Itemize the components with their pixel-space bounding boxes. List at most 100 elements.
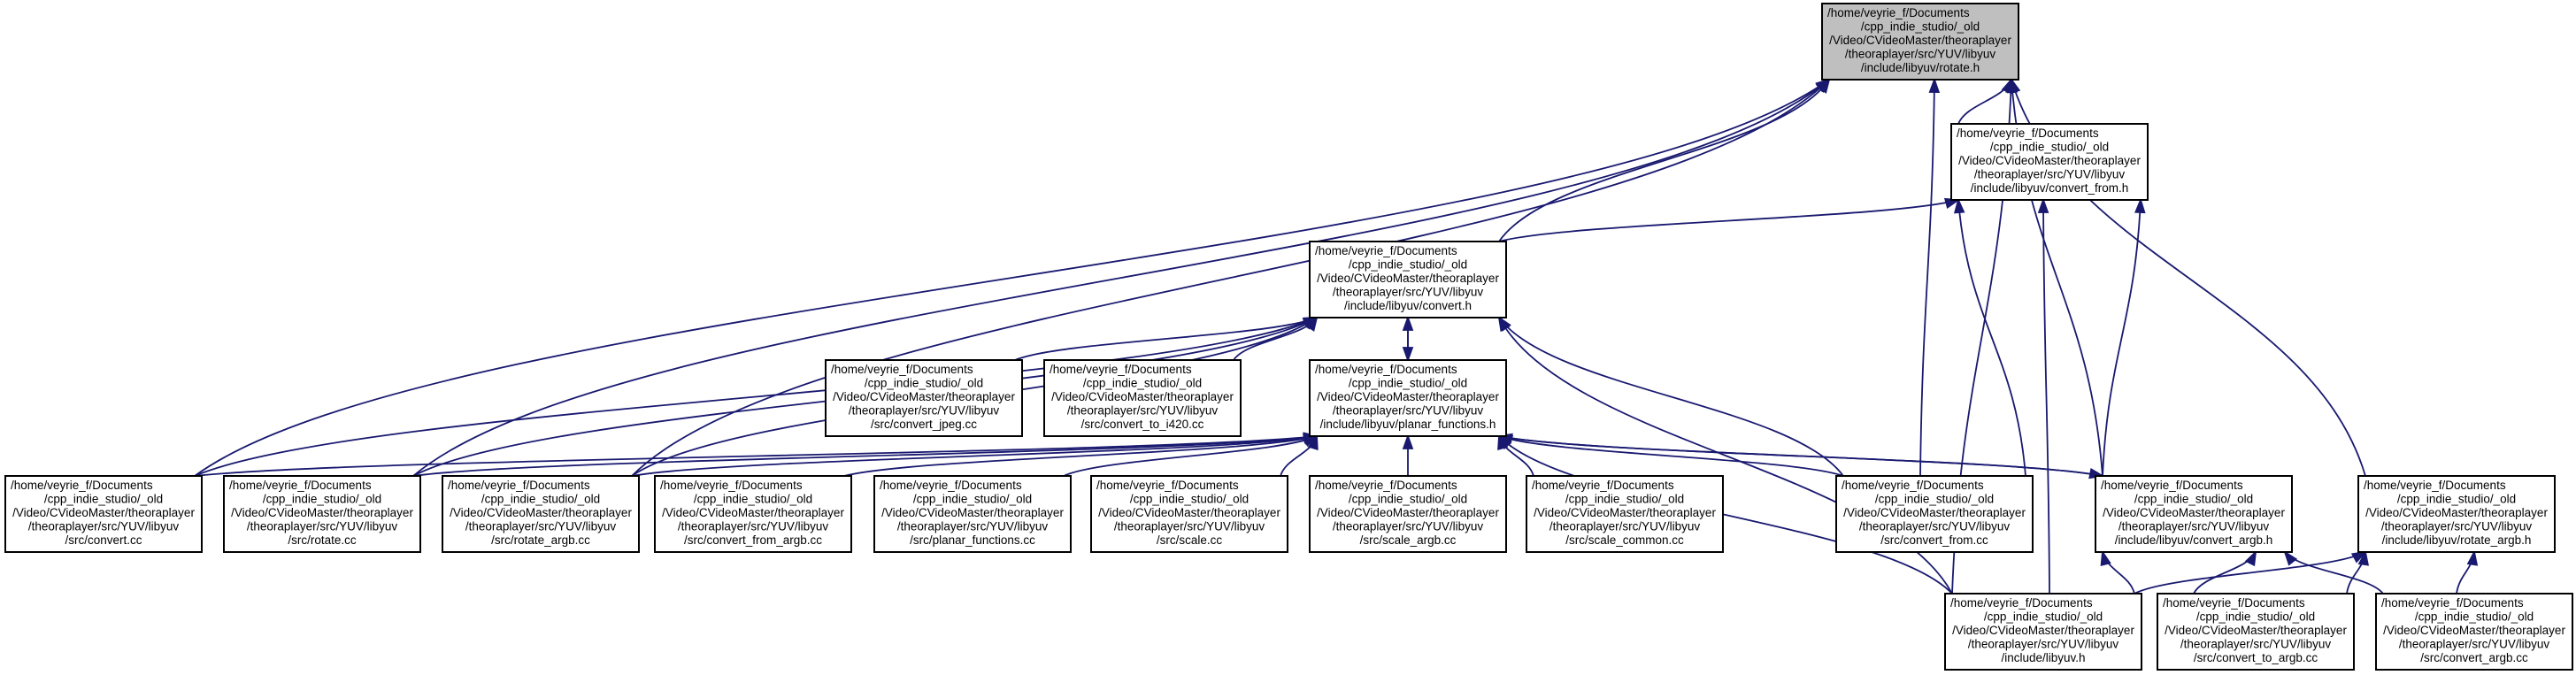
node-convert-jpeg-cc[interactable]: /home/veyrie_f/Documents/cpp_indie_studi… [825, 359, 1023, 437]
node-label-line: /cpp_indie_studio/_old [913, 493, 1032, 506]
node-box [1944, 593, 2142, 671]
node-convert-from-h[interactable]: /home/veyrie_f/Documents/cpp_indie_studi… [1950, 123, 2149, 201]
edge-line [194, 435, 1318, 477]
node-label-line: /cpp_indie_studio/_old [1990, 141, 2109, 154]
node-label-line: /Video/CVideoMaster/theoraplayer [881, 506, 1064, 519]
node-scale-cc[interactable]: /home/veyrie_f/Documents/cpp_indie_studi… [1090, 475, 1288, 553]
node-label-line: /Video/CVideoMaster/theoraplayer [1958, 154, 2141, 167]
node-convert-h[interactable]: /home/veyrie_f/Documents/cpp_indie_studi… [1309, 241, 1507, 318]
arrowhead [1928, 77, 1941, 93]
node-label-line: /src/convert_argb.cc [2420, 651, 2528, 664]
node-box [223, 475, 421, 553]
edge-libyuv_h-to-rotate_argb_h [2134, 550, 2368, 594]
node-label-line: /home/veyrie_f/Documents [660, 479, 803, 492]
node-label-line: /Video/CVideoMaster/theoraplayer [1098, 506, 1280, 519]
node-box [1309, 475, 1507, 553]
node-label-line: /home/veyrie_f/Documents [229, 479, 372, 492]
node-box [654, 475, 852, 553]
node-label-line: /cpp_indie_studio/_old [1083, 377, 1202, 390]
arrowhead [2244, 549, 2257, 567]
arrowhead [2283, 549, 2298, 566]
node-label-line: /Video/CVideoMaster/theoraplayer [833, 390, 1015, 403]
node-label-line: /src/scale_argb.cc [1360, 533, 1457, 547]
node-convert-argb-cc[interactable]: /home/veyrie_f/Documents/cpp_indie_studi… [2375, 593, 2573, 671]
edge-rotate_argb_cc-to-rotate_h [631, 78, 1831, 477]
node-planar-functions-h[interactable]: /home/veyrie_f/Documents/cpp_indie_studi… [1309, 359, 1507, 437]
arrowhead [1307, 433, 1319, 451]
node-convert-argb-h[interactable]: /home/veyrie_f/Documents/cpp_indie_studi… [2095, 475, 2293, 553]
node-label-line: /cpp_indie_studio/_old [2196, 610, 2315, 624]
node-box [2157, 593, 2355, 671]
node-label-line: /home/veyrie_f/Documents [448, 479, 590, 492]
edge-line [194, 317, 1318, 477]
arrowhead [2100, 549, 2111, 566]
node-convert-cc[interactable]: /home/veyrie_f/Documents/cpp_indie_studi… [4, 475, 203, 553]
node-label-line: /src/convert_from_argb.cc [684, 533, 822, 547]
node-label-line: /home/veyrie_f/Documents [831, 363, 973, 376]
node-convert-from-cc[interactable]: /home/veyrie_f/Documents/cpp_indie_studi… [1835, 475, 2034, 553]
node-convert-to-i420-cc[interactable]: /home/veyrie_f/Documents/cpp_indie_studi… [1043, 359, 1242, 437]
edge-convert_to_argb_cc-to-convert_argb_h [2193, 549, 2257, 594]
node-label-line: /include/libyuv/rotate_argb.h [2382, 533, 2532, 547]
edge-line [2102, 199, 2142, 477]
node-rotate-argb-h[interactable]: /home/veyrie_f/Documents/cpp_indie_studi… [2357, 475, 2556, 553]
edge-scale_cc-to-planar_functions_h [1280, 433, 1319, 477]
node-label-line: /home/veyrie_f/Documents [1827, 6, 1970, 19]
node-label-line: /src/convert.cc [65, 533, 142, 547]
arrowhead [2005, 77, 2017, 94]
node-label-line: /cpp_indie_studio/_old [865, 377, 983, 390]
node-label-line: /src/planar_functions.cc [910, 533, 1035, 547]
node-label-line: /theoraplayer/src/YUV/libyuv [678, 520, 829, 533]
edge-convert_argb_h-to-convert_from_h [2102, 197, 2146, 477]
node-label-line: /home/veyrie_f/Documents [1315, 479, 1457, 492]
node-label-line: /src/convert_from.cc [1880, 533, 1988, 547]
node-scale-common-cc[interactable]: /home/veyrie_f/Documents/cpp_indie_studi… [1526, 475, 1724, 553]
node-label-line: /Video/CVideoMaster/theoraplayer [1317, 272, 1499, 285]
node-label-line: /Video/CVideoMaster/theoraplayer [2365, 506, 2548, 519]
node-label-line: /include/libyuv/planar_functions.h [1320, 418, 1496, 431]
node-label-line: /cpp_indie_studio/_old [1984, 610, 2103, 624]
node-label-line: /Video/CVideoMaster/theoraplayer [1952, 624, 2134, 637]
node-label-line: /src/convert_to_argb.cc [2194, 651, 2318, 664]
node-label-line: /include/libyuv/rotate.h [1861, 61, 1980, 74]
node-convert-to-argb-cc[interactable]: /home/veyrie_f/Documents/cpp_indie_studi… [2157, 593, 2355, 671]
node-rotate-h: /home/veyrie_f/Documents/cpp_indie_studi… [1821, 3, 2019, 81]
edge-line [1498, 435, 1953, 594]
node-rotate-cc[interactable]: /home/veyrie_f/Documents/cpp_indie_studi… [223, 475, 421, 553]
node-label-line: /include/libyuv.h [2001, 651, 2085, 664]
node-libyuv-h[interactable]: /home/veyrie_f/Documents/cpp_indie_studi… [1944, 593, 2142, 671]
node-rotate-argb-cc[interactable]: /home/veyrie_f/Documents/cpp_indie_studi… [442, 475, 640, 553]
node-label-line: /Video/CVideoMaster/theoraplayer [662, 506, 844, 519]
edge-libyuv_h-to-planar_functions_h [1497, 434, 1953, 594]
node-label-line: /cpp_indie_studio/_old [1349, 493, 1467, 506]
edge-line [1498, 79, 1830, 242]
arrowhead [2466, 549, 2479, 566]
node-convert-from-argb-cc[interactable]: /home/veyrie_f/Documents/cpp_indie_studi… [654, 475, 852, 553]
node-box [2095, 475, 2293, 553]
arrowhead [1303, 316, 1319, 330]
node-planar-functions-cc[interactable]: /home/veyrie_f/Documents/cpp_indie_studi… [873, 475, 1072, 553]
node-label-line: /cpp_indie_studio/_old [44, 493, 163, 506]
node-label-line: /theoraplayer/src/YUV/libyuv [1114, 520, 1265, 533]
node-box [2357, 475, 2556, 553]
node-label-line: /Video/CVideoMaster/theoraplayer [450, 506, 632, 519]
node-label-line: /theoraplayer/src/YUV/libyuv [1968, 638, 2119, 651]
node-label-line: /src/rotate.cc [288, 533, 357, 547]
node-box [1090, 475, 1288, 553]
node-label-line: /src/rotate_argb.cc [491, 533, 590, 547]
arrowhead [1953, 197, 1965, 214]
arrowhead [1402, 433, 1414, 449]
node-label-line: /theoraplayer/src/YUV/libyuv [1333, 520, 1484, 533]
edge-line [631, 435, 1318, 477]
node-label-line: /home/veyrie_f/Documents [1950, 596, 2093, 610]
edge-line [631, 79, 1830, 477]
node-label-line: /include/libyuv/convert_from.h [1971, 181, 2129, 195]
node-label-line: /home/veyrie_f/Documents [1532, 479, 1674, 492]
edge-line [1498, 317, 1844, 477]
node-label-line: /Video/CVideoMaster/theoraplayer [2103, 506, 2285, 519]
node-scale-argb-cc[interactable]: /home/veyrie_f/Documents/cpp_indie_studi… [1309, 475, 1507, 553]
node-label-line: /include/libyuv/convert_argb.h [2115, 533, 2273, 547]
edge-line [1957, 199, 2026, 477]
node-label-line: /cpp_indie_studio/_old [2397, 493, 2516, 506]
edge-libyuv_h-to-convert_argb_h [2100, 549, 2135, 594]
